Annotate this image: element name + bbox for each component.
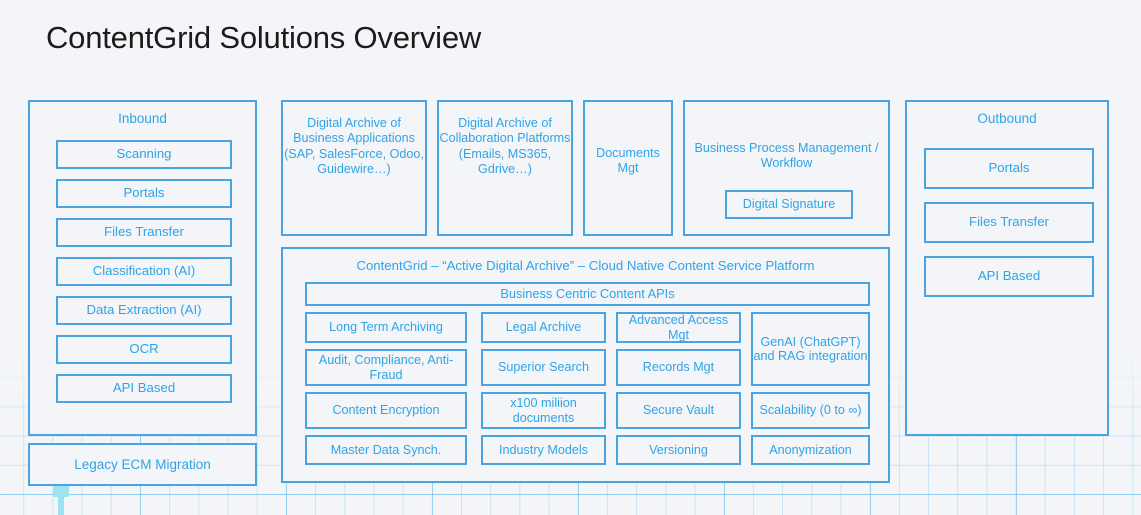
feature-x100-million-docs[interactable]: x100 miliion documents xyxy=(481,392,606,429)
digital-archive-business-applications-label: Digital Archive of Business Applications… xyxy=(284,116,424,177)
feature-scalability[interactable]: Scalability (0 to ∞) xyxy=(751,392,870,429)
inbound-item-ocr[interactable]: OCR xyxy=(56,335,232,364)
feature-genai-rag[interactable]: GenAI (ChatGPT) and RAG integration xyxy=(751,312,870,386)
inbound-panel[interactable]: Inbound Scanning Portals Files Transfer … xyxy=(28,100,257,436)
feature-audit-compliance[interactable]: Audit, Compliance, Anti-Fraud xyxy=(305,349,467,386)
inbound-item-classification[interactable]: Classification (AI) xyxy=(56,257,232,286)
inbound-item-files-transfer[interactable]: Files Transfer xyxy=(56,218,232,247)
feature-superior-search[interactable]: Superior Search xyxy=(481,349,606,386)
outbound-item-portals[interactable]: Portals xyxy=(924,148,1094,189)
feature-advanced-access-mgt[interactable]: Advanced Access Mgt xyxy=(616,312,741,343)
contentgrid-platform-panel[interactable]: ContentGrid – “Active Digital Archive” –… xyxy=(281,247,890,483)
feature-anonymization[interactable]: Anonymization xyxy=(751,435,870,465)
business-centric-content-apis-bar[interactable]: Business Centric Content APIs xyxy=(305,282,870,306)
inbound-item-scanning[interactable]: Scanning xyxy=(56,140,232,169)
feature-legal-archive[interactable]: Legal Archive xyxy=(481,312,606,343)
feature-industry-models[interactable]: Industry Models xyxy=(481,435,606,465)
inbound-item-api-based[interactable]: API Based xyxy=(56,374,232,403)
page-title: ContentGrid Solutions Overview xyxy=(46,20,482,55)
feature-secure-vault[interactable]: Secure Vault xyxy=(616,392,741,429)
documents-mgt-label: Documents Mgt xyxy=(596,146,660,176)
outbound-item-api-based[interactable]: API Based xyxy=(924,256,1094,297)
digital-archive-collaboration-platforms-box[interactable]: Digital Archive of Collaboration Platfor… xyxy=(437,100,573,236)
documents-mgt-box[interactable]: Documents Mgt xyxy=(583,100,673,236)
feature-long-term-archiving[interactable]: Long Term Archiving xyxy=(305,312,467,343)
feature-records-mgt[interactable]: Records Mgt xyxy=(616,349,741,386)
digital-archive-business-applications-box[interactable]: Digital Archive of Business Applications… xyxy=(281,100,427,236)
business-process-management-workflow-label: Business Process Management / Workflow xyxy=(694,141,879,171)
digital-archive-collaboration-platforms-label: Digital Archive of Collaboration Platfor… xyxy=(439,116,571,177)
inbound-panel-title: Inbound xyxy=(118,111,167,126)
legacy-ecm-migration-box[interactable]: Legacy ECM Migration xyxy=(28,443,257,486)
feature-master-data-synch[interactable]: Master Data Synch. xyxy=(305,435,467,465)
business-process-management-workflow-box[interactable]: Business Process Management / Workflow D… xyxy=(683,100,890,236)
outbound-panel[interactable]: Outbound Portals Files Transfer API Base… xyxy=(905,100,1109,436)
contentgrid-platform-title: ContentGrid – “Active Digital Archive” –… xyxy=(356,258,815,273)
outbound-item-files-transfer[interactable]: Files Transfer xyxy=(924,202,1094,243)
inbound-item-data-extraction[interactable]: Data Extraction (AI) xyxy=(56,296,232,325)
feature-versioning[interactable]: Versioning xyxy=(616,435,741,465)
outbound-panel-title: Outbound xyxy=(977,111,1037,126)
inbound-item-portals[interactable]: Portals xyxy=(56,179,232,208)
digital-signature-box[interactable]: Digital Signature xyxy=(725,190,853,219)
feature-content-encryption[interactable]: Content Encryption xyxy=(305,392,467,429)
